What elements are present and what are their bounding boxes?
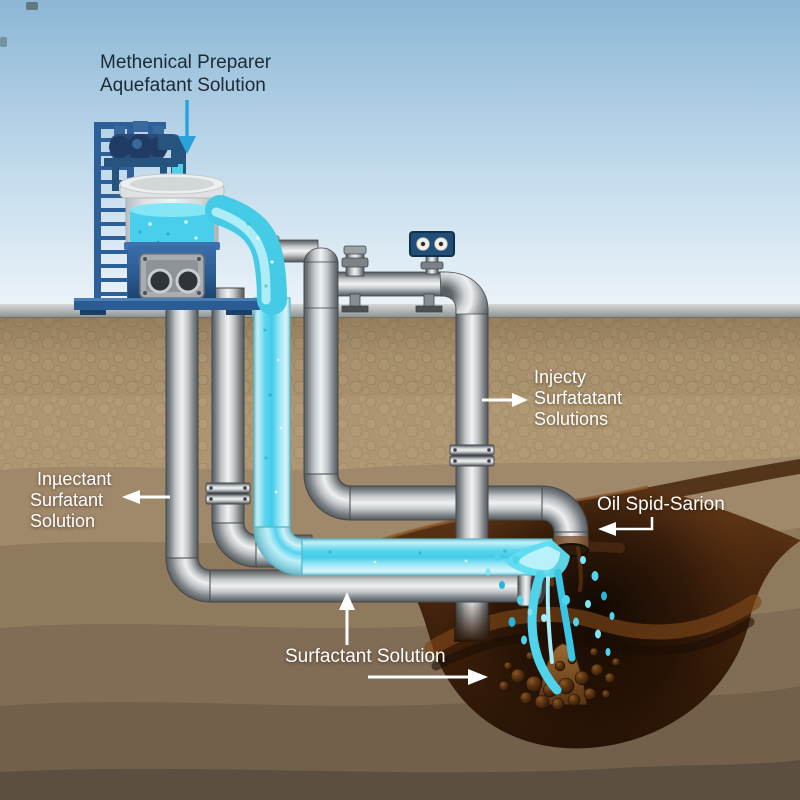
surface-pipe-horizontal: [321, 271, 445, 297]
oil-streak: [576, 546, 583, 592]
pipe-c-top: [303, 261, 339, 309]
right-arrow-icon: [482, 393, 528, 407]
pipe-b-elbow: [211, 522, 257, 568]
left-arrow-icon: [122, 490, 170, 504]
base-platform: [74, 298, 260, 315]
pipe-c-run: [349, 485, 543, 521]
pump-platform: [104, 158, 178, 167]
splash-stream: [527, 570, 562, 695]
oil-wave-shadow: [431, 617, 755, 671]
label-line: Inµectant: [37, 469, 112, 489]
soil-top-shadow: [0, 318, 800, 360]
cavity-elbow: [541, 485, 589, 533]
pipe-b-flange: [205, 482, 251, 505]
label-line: Solutions: [534, 409, 609, 429]
splash-burst-highlight: [518, 546, 560, 570]
stream-sparkles: [246, 222, 274, 288]
tank-liquid: [130, 210, 214, 251]
surfactant-pipe: [253, 297, 553, 576]
label-line: Surfatant: [30, 490, 104, 510]
label-line: Methenical Preparer: [100, 52, 272, 73]
label-inject-surfactant-left: Inµectant Surfatant Solution: [30, 469, 111, 532]
oil-stripe: [640, 459, 800, 502]
right-arrow-bottom-icon: [368, 669, 488, 685]
label-line: Aquefatant Solution: [100, 75, 266, 96]
label-mechanical-preparer: Methenical Preparer Aquefatant Solution: [100, 51, 271, 97]
annotation-arrows: [122, 100, 654, 685]
tank-outflow-stream: [205, 195, 287, 315]
preparer-unit: [74, 121, 260, 315]
pipe-d-flange: [449, 444, 495, 467]
down-arrow-icon: [178, 100, 196, 154]
pipe-d-fade: [454, 598, 490, 642]
surface-elbow-right: [439, 271, 489, 315]
pipe-network-surface: [265, 231, 489, 315]
elbow-left-arrow-icon: [598, 517, 654, 536]
oil-beads: [498, 647, 621, 711]
pipe-a-vertical: [165, 287, 199, 559]
pipe-port: [175, 268, 201, 294]
riser-stub-flange: [341, 245, 369, 277]
splash-stream: [554, 568, 576, 662]
label-line: Solution: [30, 511, 96, 531]
tank-liquid-surface: [130, 203, 214, 217]
label-oil-reservoir: Oil Spid-Sarion: [597, 494, 725, 515]
pump: [104, 121, 186, 191]
label-line: Injecty: [534, 367, 587, 387]
mixing-tank: [119, 173, 225, 254]
pipe-port: [147, 268, 173, 294]
splash-droplets: [485, 553, 615, 656]
surfactant-pipe-elbow: [253, 526, 303, 576]
splash: [485, 540, 621, 711]
pipe-support-foot: [341, 293, 443, 313]
splash-stream: [545, 576, 554, 664]
surfactant-pipe-run: [301, 538, 553, 576]
artifact-speck: [26, 2, 38, 10]
label-inject-surfactant-right: Injecty Surfatatant Solutions: [534, 367, 622, 430]
label-line: Surfatatant: [534, 388, 623, 408]
artifact-speck: [0, 37, 7, 47]
up-arrow-icon: [339, 592, 355, 645]
surfactant-pipe-vertical: [253, 297, 291, 528]
gauge: [409, 231, 455, 275]
pipe-a-elbow: [165, 557, 211, 603]
pipe-c-elbow: [303, 473, 351, 521]
base-cabinet: [124, 242, 220, 302]
soil-layer-5: [0, 760, 800, 800]
label-surfactant-solution: Surfactant Solution: [285, 646, 446, 667]
